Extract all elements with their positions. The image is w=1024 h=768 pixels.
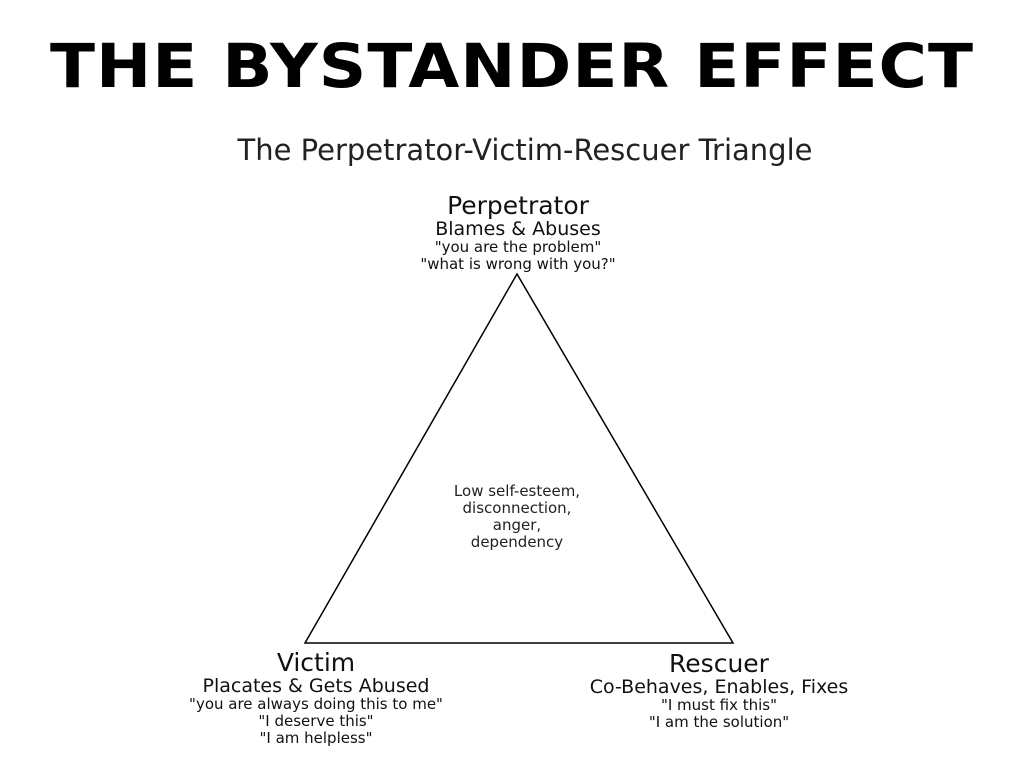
- rescuer-quote: "I must fix this": [660, 696, 778, 714]
- center-line: dependency: [470, 533, 564, 551]
- victim-quote: "you are always doing this to me": [189, 695, 443, 713]
- perpetrator-action: Blames & Abuses: [435, 218, 601, 240]
- rescuer-role: Rescuer: [669, 649, 769, 678]
- center-line: Low self-esteem,: [453, 482, 581, 500]
- center-line: disconnection,: [462, 499, 572, 517]
- perpetrator-role: Perpetrator: [447, 191, 589, 220]
- victim-quote: "I am helpless": [259, 729, 373, 747]
- victim-action: Placates & Gets Abused: [202, 675, 430, 697]
- victim-quote: "I deserve this": [258, 712, 374, 730]
- triangle-shape: [303, 272, 735, 644]
- rescuer-action: Co-Behaves, Enables, Fixes: [589, 676, 849, 698]
- center-line: anger,: [492, 516, 542, 534]
- perpetrator-quote: "what is wrong with you?": [420, 255, 616, 273]
- slide-title: The Bystander Effect: [49, 31, 975, 102]
- node-perpetrator: Perpetrator Blames & Abuses "you are the…: [308, 193, 728, 273]
- diagram-title: The Perpetrator-Victim-Rescuer Triangle: [237, 133, 813, 167]
- node-rescuer: Rescuer Co-Behaves, Enables, Fixes "I mu…: [509, 651, 929, 731]
- rescuer-quote: "I am the solution": [648, 713, 790, 731]
- triangle-center-text: Low self-esteem, disconnection, anger, d…: [407, 483, 627, 551]
- victim-role: Victim: [276, 648, 356, 677]
- node-victim: Victim Placates & Gets Abused "you are a…: [106, 650, 526, 747]
- perpetrator-quote: "you are the problem": [434, 238, 602, 256]
